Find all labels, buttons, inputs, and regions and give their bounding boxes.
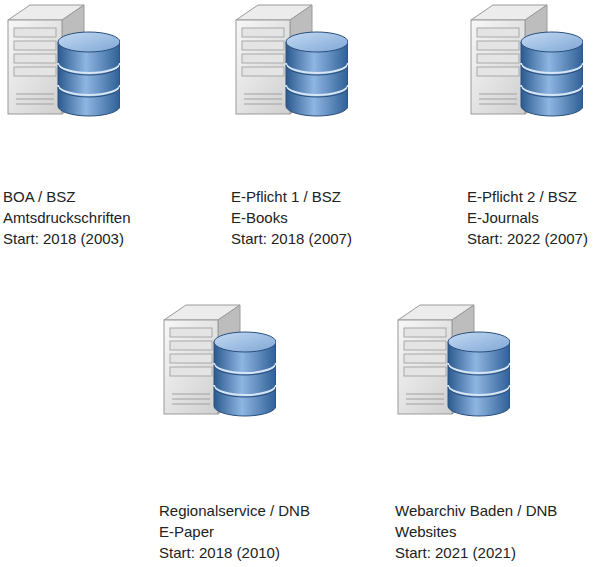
server-node: Webarchiv Baden / DNBWebsitesStart: 2021… [395, 500, 557, 563]
system-name: Webarchiv Baden / DNB [395, 500, 557, 521]
start-date: Start: 2022 (2007) [467, 228, 588, 249]
start-date: Start: 2018 (2010) [159, 542, 310, 563]
system-name: Regionalservice / DNB [159, 500, 310, 521]
start-date: Start: 2018 (2007) [231, 228, 352, 249]
start-date: Start: 2018 (2003) [3, 228, 131, 249]
server-node: E-Pflicht 1 / BSZE-BooksStart: 2018 (200… [231, 186, 352, 249]
content-type: Amtsdruckschriften [3, 207, 131, 228]
content-type: E-Journals [467, 207, 588, 228]
start-date: Start: 2021 (2021) [395, 542, 557, 563]
server-node: Regionalservice / DNBE-PaperStart: 2018 … [159, 500, 310, 563]
system-name: E-Pflicht 2 / BSZ [467, 186, 588, 207]
server-node: BOA / BSZAmtsdruckschriftenStart: 2018 (… [3, 186, 131, 249]
content-type: Websites [395, 521, 557, 542]
system-name: BOA / BSZ [3, 186, 131, 207]
content-type: E-Books [231, 207, 352, 228]
content-type: E-Paper [159, 521, 310, 542]
system-name: E-Pflicht 1 / BSZ [231, 186, 352, 207]
server-node: E-Pflicht 2 / BSZE-JournalsStart: 2022 (… [467, 186, 588, 249]
